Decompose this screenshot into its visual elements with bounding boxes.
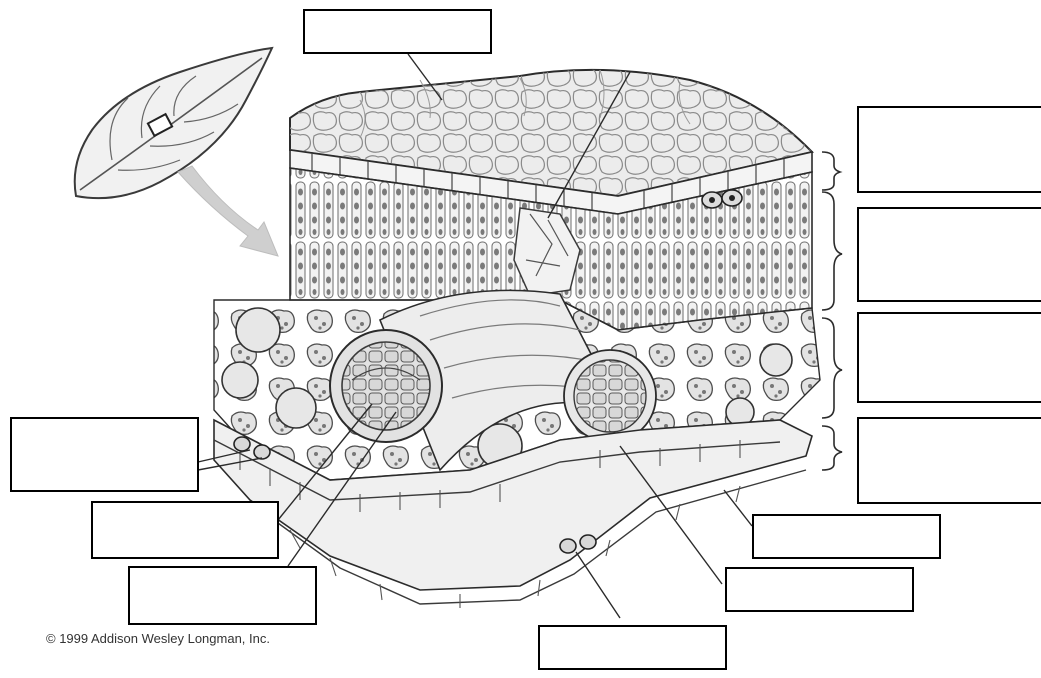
label-box-bottom-stoma[interactable] <box>538 625 727 670</box>
label-box-palisade-layer[interactable] <box>857 207 1041 302</box>
pointer-arrow <box>178 166 278 256</box>
label-box-vein-right[interactable] <box>725 567 914 612</box>
label-box-lower-epidermis[interactable] <box>857 417 1041 504</box>
label-box-spongy-layer[interactable] <box>857 312 1041 403</box>
label-box-vein-inner-left[interactable] <box>91 501 279 559</box>
small-vein <box>564 350 656 442</box>
label-box-upper-epidermis[interactable] <box>857 106 1041 193</box>
label-box-lower-cuticle[interactable] <box>752 514 941 559</box>
label-box-left-stomata[interactable] <box>10 417 199 492</box>
label-box-vein-outer-left[interactable] <box>128 566 317 625</box>
layer-braces <box>822 152 842 470</box>
leaf-icon <box>75 48 272 198</box>
copyright-notice: © 1999 Addison Wesley Longman, Inc. <box>46 631 270 646</box>
label-box-top-surface[interactable] <box>303 9 492 54</box>
